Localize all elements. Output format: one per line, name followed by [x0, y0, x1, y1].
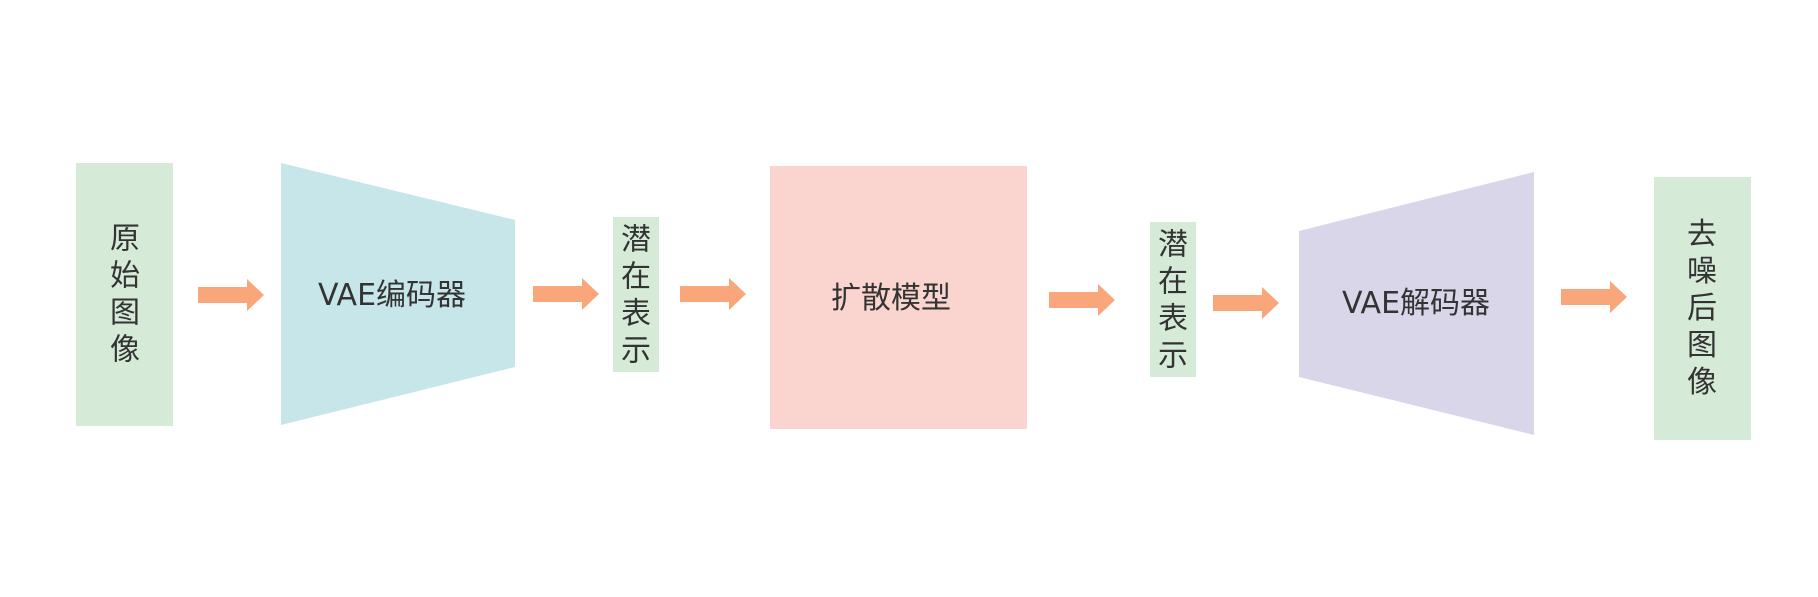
latent-2-label: 潜在表示	[1158, 228, 1188, 374]
latent-2-box	[1150, 222, 1196, 377]
diffusion-model-label: 扩散模型	[831, 281, 951, 316]
vae-encoder-shape	[281, 163, 515, 425]
arrow-1	[198, 279, 264, 311]
vae-decoder-label: VAE解码器	[1342, 286, 1490, 321]
vae-decoder-shape	[1299, 172, 1534, 435]
latent-1-node: 潜在表示	[613, 217, 659, 372]
vae-encoder-node: VAE编码器	[281, 163, 515, 425]
latent-2-node: 潜在表示	[1150, 222, 1196, 377]
arrow-2	[533, 278, 599, 310]
latent-1-label: 潜在表示	[621, 223, 651, 369]
vae-decoder-node: VAE解码器	[1299, 172, 1534, 435]
input-image-box	[76, 163, 173, 426]
diffusion-model-box	[770, 166, 1027, 429]
arrow-6	[1561, 281, 1627, 313]
arrow-4	[1049, 284, 1115, 316]
output-image-box	[1654, 177, 1751, 440]
vae-encoder-label: VAE编码器	[318, 278, 466, 313]
input-image-node: 原始图像	[76, 163, 173, 426]
diffusion-model-node: 扩散模型	[770, 166, 1027, 429]
latent-1-box	[613, 217, 659, 372]
arrow-5	[1213, 287, 1279, 319]
output-image-label: 去噪后图像	[1687, 217, 1717, 400]
arrow-3	[680, 278, 746, 310]
input-image-label: 原始图像	[110, 222, 140, 368]
output-image-node: 去噪后图像	[1654, 177, 1751, 440]
